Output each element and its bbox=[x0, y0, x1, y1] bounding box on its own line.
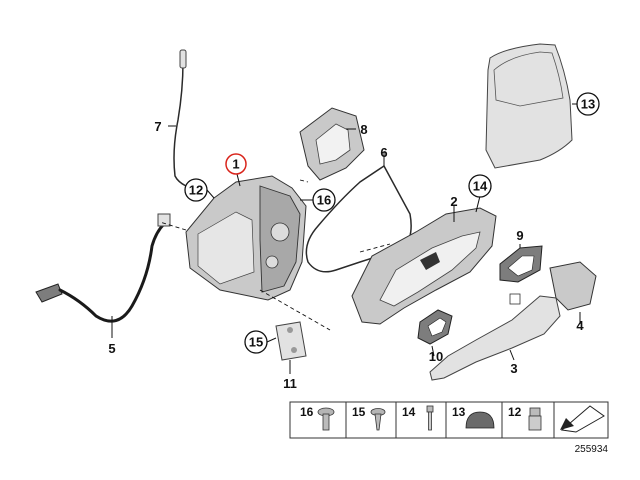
callout-6-label: 6 bbox=[380, 145, 387, 160]
callout-14: 14 bbox=[468, 174, 492, 198]
callout-14-label: 14 bbox=[473, 179, 488, 194]
callout-15: 15 bbox=[244, 330, 268, 354]
mounting-plate bbox=[275, 321, 307, 374]
callout-1-circle bbox=[225, 153, 247, 175]
outer-door-handle bbox=[429, 293, 561, 381]
torx-bolt-icon bbox=[317, 407, 335, 431]
callout-10: 10 bbox=[429, 349, 443, 364]
callout-11: 11 bbox=[283, 376, 297, 391]
door-lock-actuator bbox=[185, 169, 307, 301]
plug-cap-icon bbox=[465, 411, 495, 429]
callout-12: 12 bbox=[184, 178, 208, 202]
callout-11-label: 11 bbox=[283, 376, 297, 391]
pin-icon bbox=[426, 405, 434, 431]
callout-7: 7 bbox=[154, 119, 161, 134]
legend-cell-1 bbox=[289, 401, 347, 439]
legend-item-5-label: 12 bbox=[508, 405, 522, 419]
callout-3-label: 3 bbox=[510, 361, 517, 376]
callout-2-label: 2 bbox=[450, 194, 457, 209]
callout-15-label: 15 bbox=[249, 335, 263, 350]
gasket-seal bbox=[499, 244, 543, 283]
rear-door-panel bbox=[485, 43, 578, 169]
callout-5: 5 bbox=[108, 341, 115, 356]
callout-7-label: 7 bbox=[154, 119, 161, 134]
callout-6: 6 bbox=[380, 145, 387, 160]
figure-number: 255934 bbox=[575, 444, 609, 455]
callout-2: 2 bbox=[450, 194, 457, 209]
legend-item-2-label: 15 bbox=[352, 405, 366, 419]
bowden-cable bbox=[35, 213, 171, 338]
legend-item-3-label: 14 bbox=[402, 405, 416, 419]
bracket-part bbox=[299, 107, 365, 181]
outer-handle-carrier bbox=[351, 195, 497, 325]
callout-12-label: 12 bbox=[189, 183, 203, 198]
callout-5-label: 5 bbox=[108, 341, 115, 356]
callout-4: 4 bbox=[576, 318, 584, 333]
handle-seal bbox=[417, 309, 453, 357]
callout-9: 9 bbox=[516, 228, 523, 243]
callout-14-circle bbox=[468, 174, 492, 198]
callout-3: 3 bbox=[510, 361, 517, 376]
callout-9-label: 9 bbox=[516, 228, 523, 243]
legend-item-1-label: 16 bbox=[300, 405, 314, 419]
legend-cell-3 bbox=[395, 401, 447, 439]
callout-8: 8 bbox=[360, 122, 367, 137]
callout-1-label: 1 bbox=[232, 157, 239, 172]
callout-13: 13 bbox=[576, 92, 600, 116]
callout-4-label: 4 bbox=[576, 318, 584, 333]
callout-13-label: 13 bbox=[581, 97, 595, 112]
callout-13-circle bbox=[576, 92, 600, 116]
wedge-symbol-icon bbox=[560, 405, 605, 433]
lock-rod bbox=[168, 49, 187, 187]
fastener-legend: 16 15 14 13 12 bbox=[289, 401, 609, 439]
callout-10-label: 10 bbox=[429, 349, 443, 364]
screw-icon bbox=[370, 408, 386, 431]
callout-1: 1 bbox=[225, 153, 247, 175]
callout-16-label: 16 bbox=[317, 193, 331, 208]
callout-16: 16 bbox=[312, 188, 336, 212]
assembly-lines bbox=[159, 179, 391, 331]
clip-nut-icon bbox=[528, 407, 542, 431]
callout-8-label: 8 bbox=[360, 122, 367, 137]
legend-item-4-label: 13 bbox=[452, 405, 466, 419]
